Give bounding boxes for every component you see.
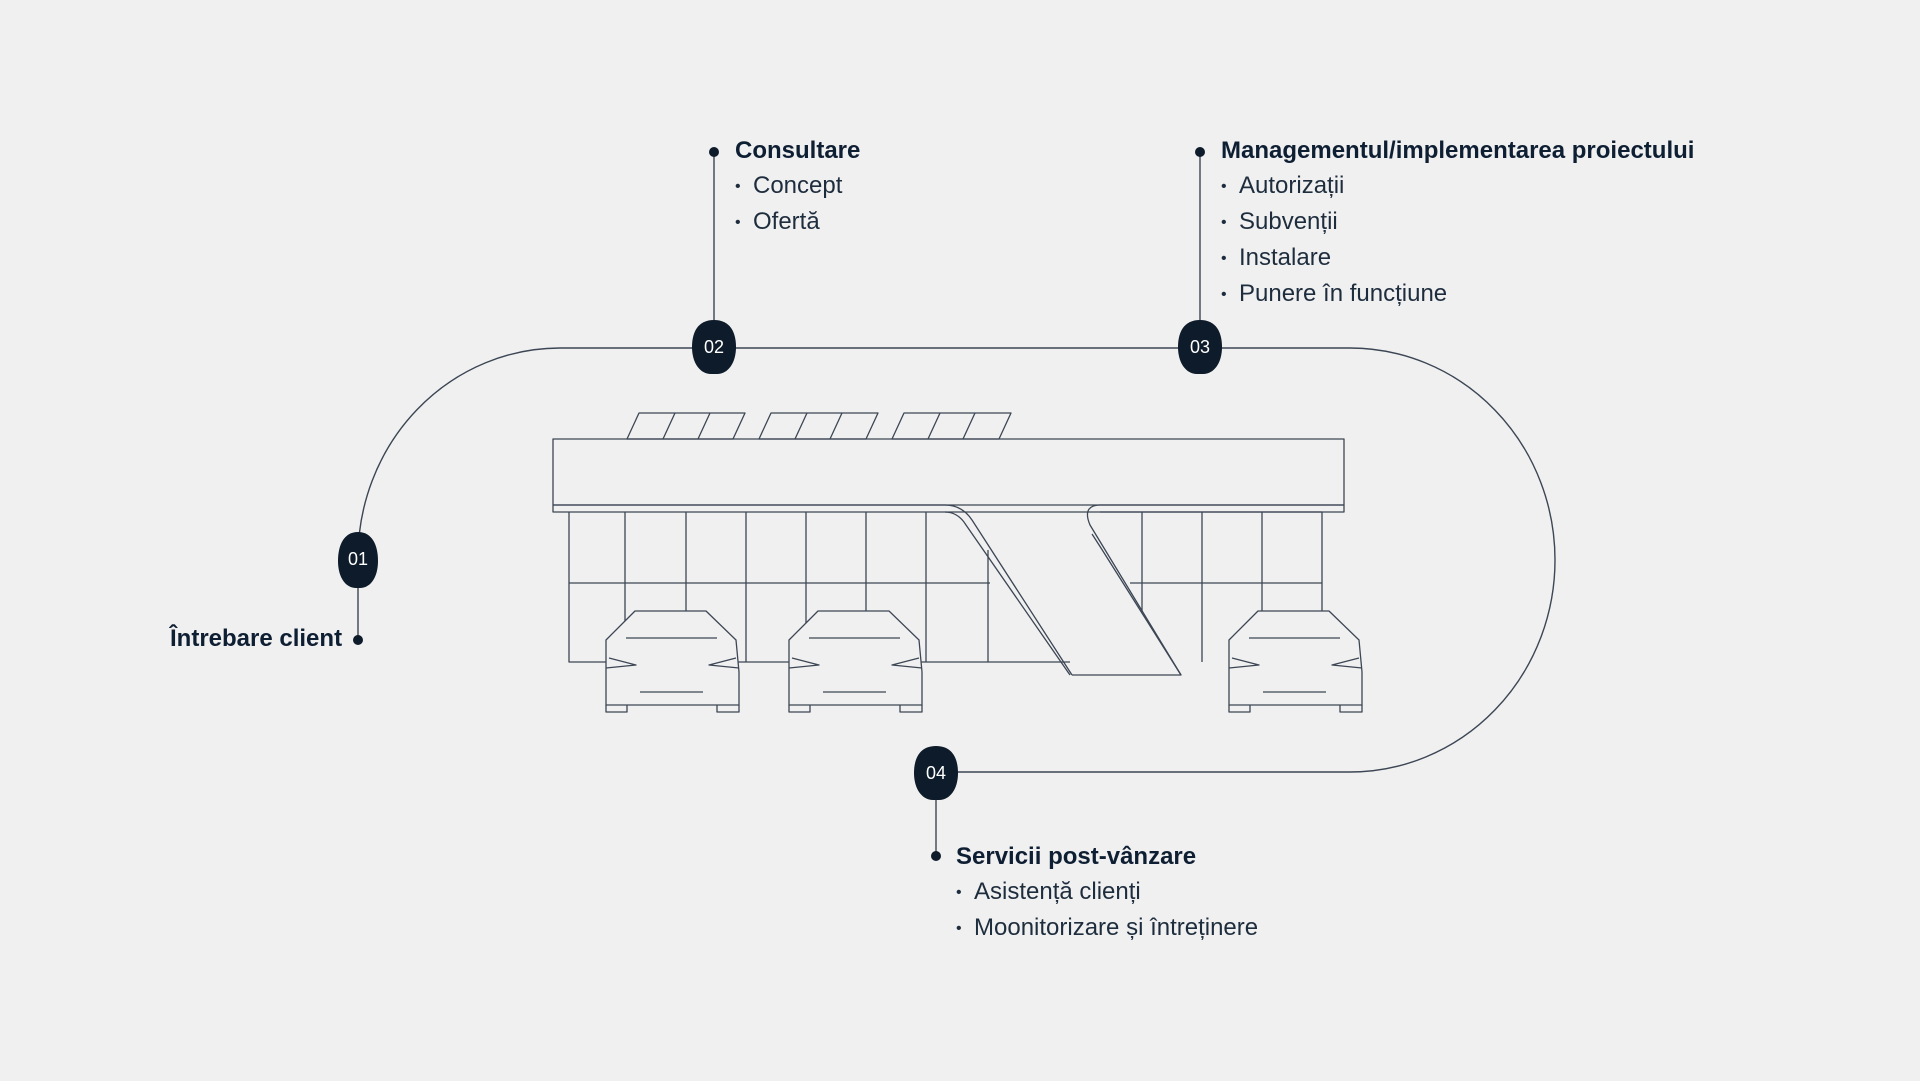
bullet-icon: • bbox=[1221, 286, 1227, 303]
stage-items: •Autorizații •Subvenții •Instalare •Pune… bbox=[1221, 168, 1694, 312]
dot-01 bbox=[353, 635, 363, 645]
stage-dots bbox=[353, 147, 1205, 861]
list-item: •Ofertă bbox=[735, 204, 860, 240]
stage-title: Servicii post-vânzare bbox=[956, 843, 1197, 870]
stage-title: Întrebare client bbox=[170, 625, 343, 652]
marker-shape bbox=[338, 532, 378, 588]
car-icon bbox=[1228, 610, 1363, 713]
stage-connectors bbox=[357, 152, 1201, 856]
dot-03 bbox=[1195, 147, 1205, 157]
solar-panels-icon bbox=[626, 412, 1012, 440]
list-item: •Concept bbox=[735, 168, 860, 204]
marker-shape bbox=[692, 320, 736, 374]
list-item: •Punere în funcțiune bbox=[1221, 276, 1694, 312]
stage-01-label: Întrebare client bbox=[170, 622, 342, 656]
marker-shape bbox=[1178, 320, 1222, 374]
dot-02 bbox=[709, 147, 719, 157]
step-number: 04 bbox=[926, 763, 946, 783]
list-item: •Subvenții bbox=[1221, 204, 1694, 240]
stage-02-label: Consultare •Concept •Ofertă bbox=[735, 134, 860, 240]
car-icon bbox=[605, 610, 740, 713]
step-marker-03: 03 bbox=[1178, 320, 1222, 374]
process-loop-path bbox=[357, 347, 1556, 773]
list-item: •Asistență clienți bbox=[956, 874, 1258, 910]
step-number: 02 bbox=[704, 337, 724, 357]
list-item: •Instalare bbox=[1221, 240, 1694, 276]
bullet-icon: • bbox=[956, 884, 962, 901]
stage-items: •Concept •Ofertă bbox=[735, 168, 860, 240]
list-item: •Autorizații bbox=[1221, 168, 1694, 204]
canopy-roof bbox=[552, 438, 1345, 513]
step-marker-02: 02 bbox=[692, 320, 736, 374]
step-number: 01 bbox=[348, 549, 368, 569]
stage-title: Managementul/implementarea proiectului bbox=[1221, 137, 1695, 164]
stage-items: •Asistență clienți •Moonitorizare și înt… bbox=[956, 874, 1258, 946]
list-item: •Moonitorizare și întreținere bbox=[956, 910, 1258, 946]
bullet-icon: • bbox=[735, 214, 741, 231]
bullet-icon: • bbox=[956, 920, 962, 937]
bullet-icon: • bbox=[1221, 178, 1227, 195]
step-marker-04: 04 bbox=[914, 746, 958, 800]
stage-title: Consultare bbox=[735, 137, 861, 164]
marker-shape bbox=[914, 746, 958, 800]
bullet-icon: • bbox=[1221, 250, 1227, 267]
bullet-icon: • bbox=[1221, 214, 1227, 231]
bullet-icon: • bbox=[735, 178, 741, 195]
stage-03-label: Managementul/implementarea proiectului •… bbox=[1221, 134, 1694, 312]
step-marker-01: 01 bbox=[338, 532, 378, 588]
charging-station-illustration bbox=[552, 412, 1363, 713]
dot-04 bbox=[931, 851, 941, 861]
car-icon bbox=[788, 610, 923, 713]
stage-04-label: Servicii post-vânzare •Asistență clienți… bbox=[956, 840, 1258, 946]
step-number: 03 bbox=[1190, 337, 1210, 357]
